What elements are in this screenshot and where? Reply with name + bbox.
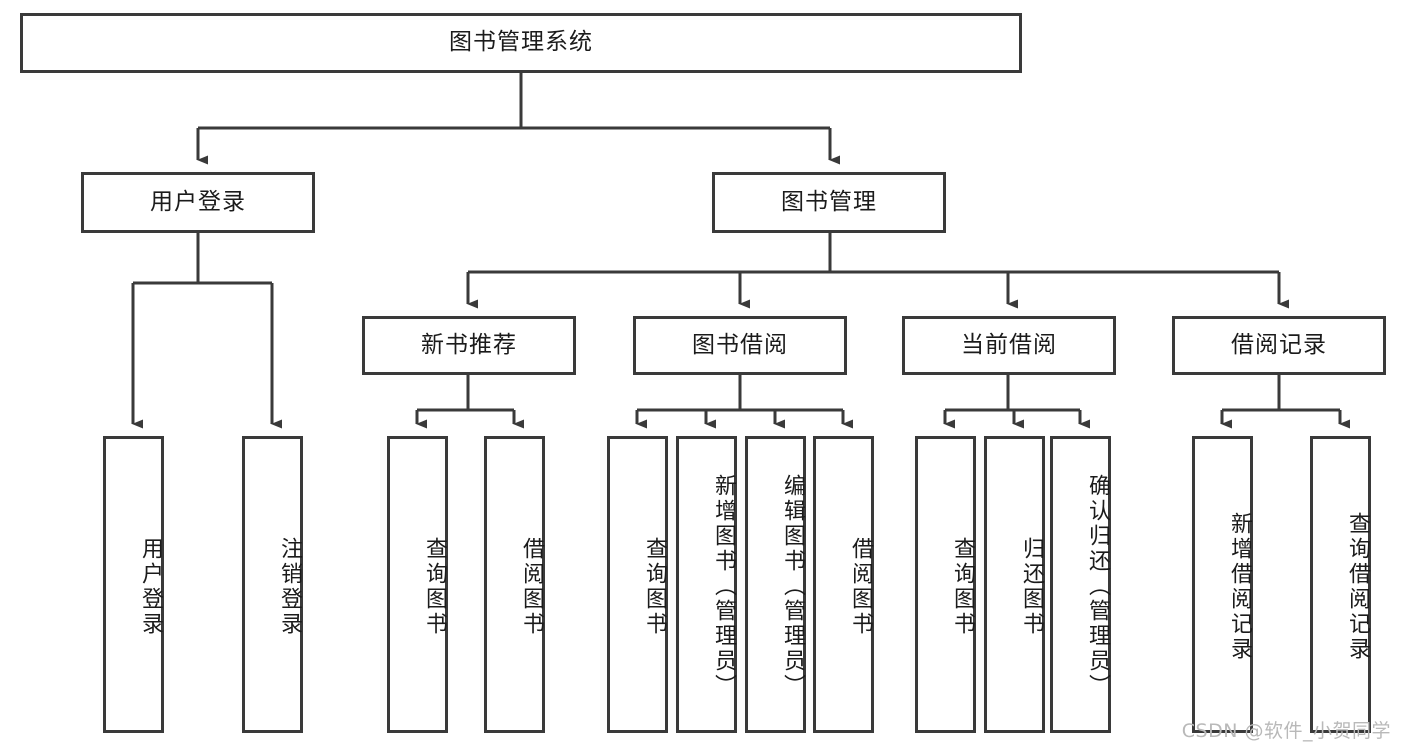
node-root[interactable]: 图书管理系统 [20,13,1022,73]
node-new-book-recommend-label: 新书推荐 [421,331,517,358]
watermark: CSDN @软件_小贺同学 [1181,720,1391,742]
node-confirm-return-admin[interactable]: 确认归还（管理员） [1050,436,1111,733]
node-book-borrow-label: 图书借阅 [692,331,788,358]
node-user-logout[interactable]: 注销登录 [242,436,303,733]
node-return-book[interactable]: 归还图书 [984,436,1045,733]
node-borrow-book-2[interactable]: 借阅图书 [813,436,874,733]
node-borrow-book-1-label: 借阅图书 [519,536,544,637]
node-book-borrow[interactable]: 图书借阅 [633,316,847,375]
node-user-login-label: 用户登录 [150,188,246,215]
node-edit-book-admin[interactable]: 编辑图书（管理员） [745,436,806,733]
node-add-borrow-record-label: 新增借阅记录 [1227,511,1252,662]
node-query-book-2[interactable]: 查询图书 [607,436,668,733]
node-borrow-records[interactable]: 借阅记录 [1172,316,1386,375]
node-query-book-2-label: 查询图书 [642,536,667,637]
node-borrow-records-label: 借阅记录 [1231,331,1327,358]
node-borrow-book-1[interactable]: 借阅图书 [484,436,545,733]
node-add-book-admin[interactable]: 新增图书（管理员） [676,436,737,733]
node-query-borrow-record[interactable]: 查询借阅记录 [1310,436,1371,733]
node-query-borrow-record-label: 查询借阅记录 [1345,511,1370,662]
node-book-management-label: 图书管理 [781,188,877,215]
node-return-book-label: 归还图书 [1019,536,1044,637]
node-borrow-book-2-label: 借阅图书 [848,536,873,637]
node-query-book-3-label: 查询图书 [950,536,975,637]
node-user-login[interactable]: 用户登录 [81,172,315,233]
node-new-book-recommend[interactable]: 新书推荐 [362,316,576,375]
node-root-label: 图书管理系统 [449,29,593,56]
node-query-book-1[interactable]: 查询图书 [387,436,448,733]
node-user-login-do-label: 用户登录 [138,536,163,637]
node-query-book-3[interactable]: 查询图书 [915,436,976,733]
node-add-borrow-record[interactable]: 新增借阅记录 [1192,436,1253,733]
node-query-book-1-label: 查询图书 [422,536,447,637]
node-user-logout-label: 注销登录 [277,536,302,637]
node-add-book-admin-label: 新增图书（管理员） [711,474,736,699]
node-confirm-return-admin-label: 确认归还（管理员） [1085,474,1110,699]
node-current-borrow[interactable]: 当前借阅 [902,316,1116,375]
node-current-borrow-label: 当前借阅 [961,331,1057,358]
node-edit-book-admin-label: 编辑图书（管理员） [780,474,805,699]
node-book-management[interactable]: 图书管理 [712,172,946,233]
node-user-login-do[interactable]: 用户登录 [103,436,164,733]
